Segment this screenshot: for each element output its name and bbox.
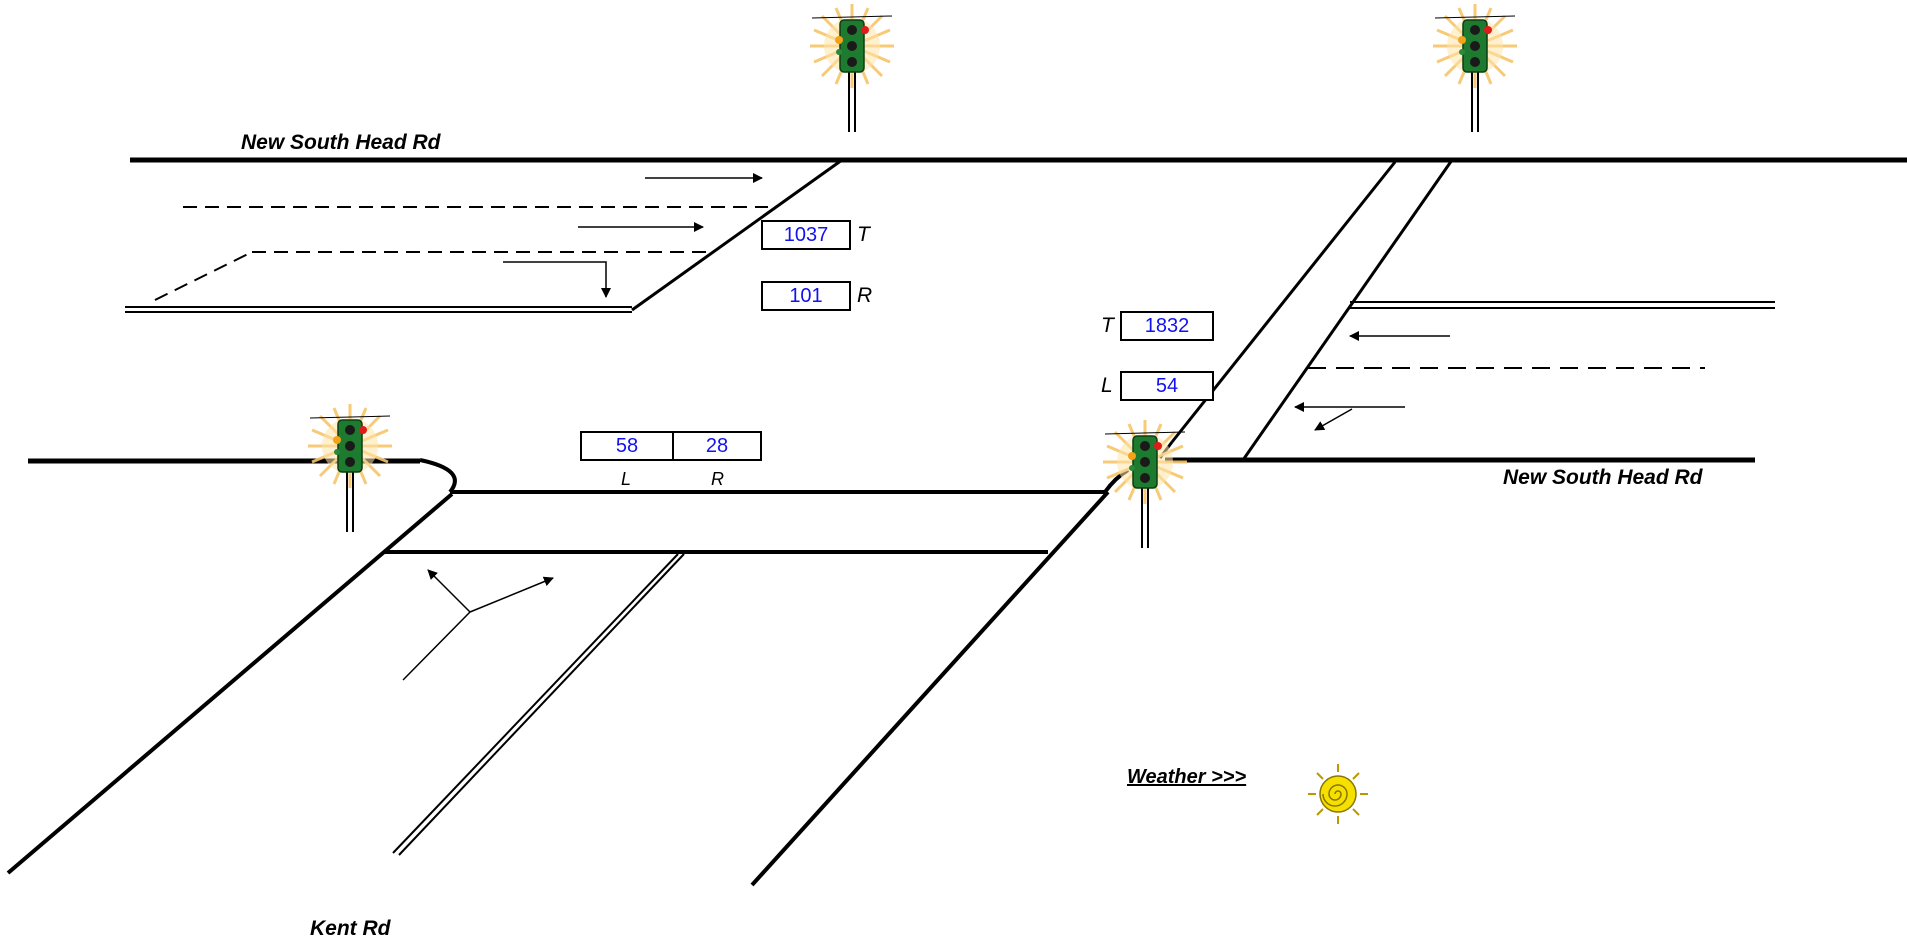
count-eastbound-right: 101 — [761, 281, 851, 311]
traffic-light-icon — [1431, 2, 1519, 134]
count-kent-left: 58 — [580, 431, 674, 461]
weather-label: Weather >>> — [1127, 766, 1247, 788]
road-label-new-south-head-right: New South Head Rd — [1503, 466, 1703, 489]
movement-tag-left: L — [621, 469, 632, 489]
movement-arrows — [402, 173, 1450, 681]
road-label-kent: Kent Rd — [310, 917, 391, 940]
movement-tag-through: T — [1101, 314, 1114, 337]
count-westbound-through: 1832 — [1120, 311, 1214, 341]
movement-tag-left: L — [1101, 374, 1113, 397]
sun-icon — [1308, 764, 1368, 824]
traffic-light-icon — [808, 2, 896, 134]
count-kent-right: 28 — [672, 431, 762, 461]
arrow-right-turn — [503, 261, 611, 298]
arrow-kent-right — [469, 576, 554, 613]
traffic-light-icon — [306, 402, 394, 534]
road-lines — [6, 157, 1907, 887]
count-westbound-left: 54 — [1120, 371, 1214, 401]
road-label-new-south-head-top: New South Head Rd — [241, 131, 441, 154]
arrow-kent-stem — [402, 611, 471, 681]
movement-tag-through: T — [857, 223, 870, 246]
arrow-left-turn — [1314, 408, 1353, 431]
movement-tag-right: R — [711, 469, 724, 489]
arrow-kent-left — [427, 569, 471, 613]
count-eastbound-through: 1037 — [761, 220, 851, 250]
movement-tag-right: R — [857, 284, 873, 307]
